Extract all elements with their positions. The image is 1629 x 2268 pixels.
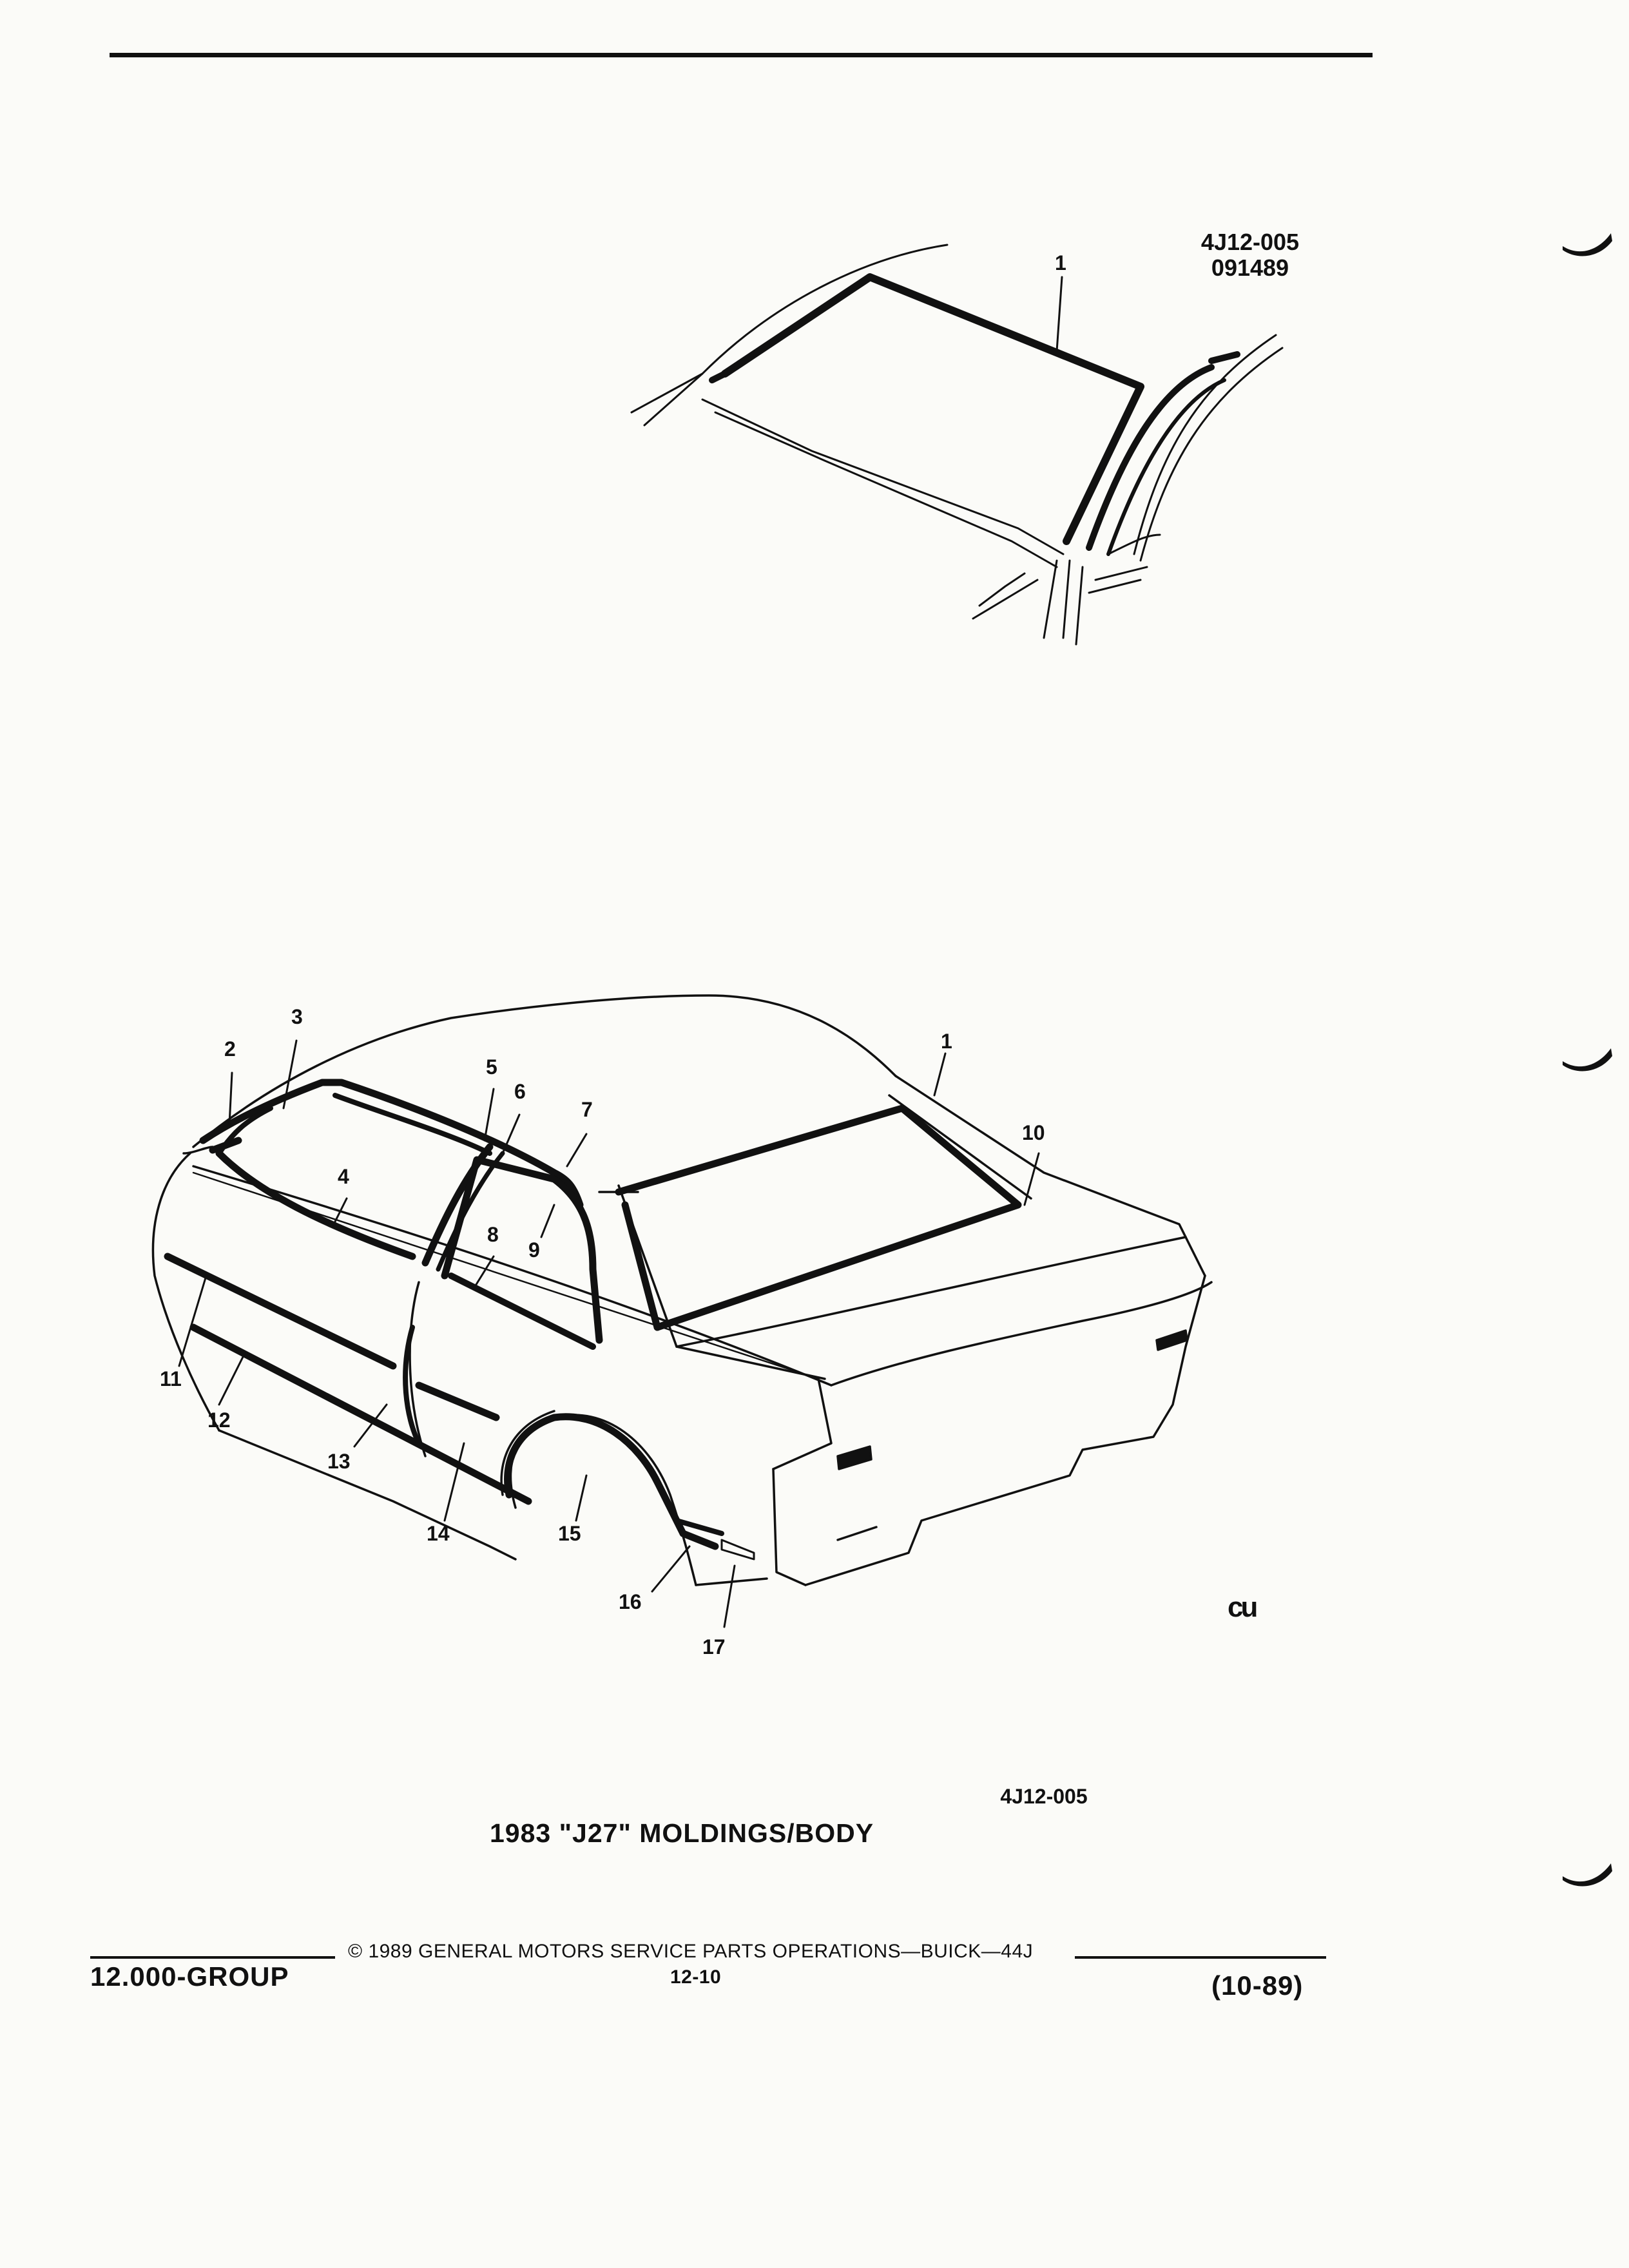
figure-title: 1983 "J27" MOLDINGS/BODY [490,1818,874,1848]
ref-date: 091489 [1211,255,1289,281]
body-moldings [164,1079,1022,1550]
windshield-detail [630,244,1284,646]
callout-13: 13 [327,1450,351,1473]
top-rule [110,53,1373,57]
roof-molding-right [1086,364,1215,551]
callout-10: 10 [1022,1121,1045,1144]
callout-15: 15 [558,1522,581,1545]
footer-copyright: © 1989 GENERAL MOTORS SERVICE PARTS OPER… [348,1941,1034,1962]
footer-rule-left [90,1956,335,1959]
footer-date: (10-89) [1211,1970,1304,2001]
callout-5: 5 [486,1055,497,1079]
callout-2: 2 [224,1037,236,1061]
callout-17: 17 [702,1635,726,1658]
callout-1-windshield: 1 [1055,251,1066,274]
footer-page: 12-10 [670,1966,722,1988]
binder-hole-top [1563,233,1612,256]
car-body [151,994,1213,1586]
callout-1: 1 [941,1030,952,1053]
callout-3: 3 [291,1005,303,1028]
cu-mark: cu [1228,1591,1258,1623]
ref-code: 4J12-005 [1200,229,1300,255]
windshield-molding [721,273,1144,545]
callout-12: 12 [207,1408,231,1432]
callout-8: 8 [487,1223,499,1246]
callout-16: 16 [619,1590,642,1613]
callout-leaders [178,1039,1040,1628]
callout-9: 9 [528,1238,540,1262]
callout-7: 7 [581,1098,593,1121]
callout-14: 14 [427,1522,450,1545]
footer-rule-right [1075,1956,1326,1959]
callout-11: 11 [160,1367,182,1390]
binder-hole-middle [1563,1048,1612,1072]
callout-6: 6 [514,1080,526,1103]
callout-4: 4 [338,1165,349,1188]
footer-group: 12.000-GROUP [90,1961,289,1992]
binder-hole-bottom [1563,1863,1612,1887]
figure-ref: 4J12-005 [1000,1785,1088,1808]
